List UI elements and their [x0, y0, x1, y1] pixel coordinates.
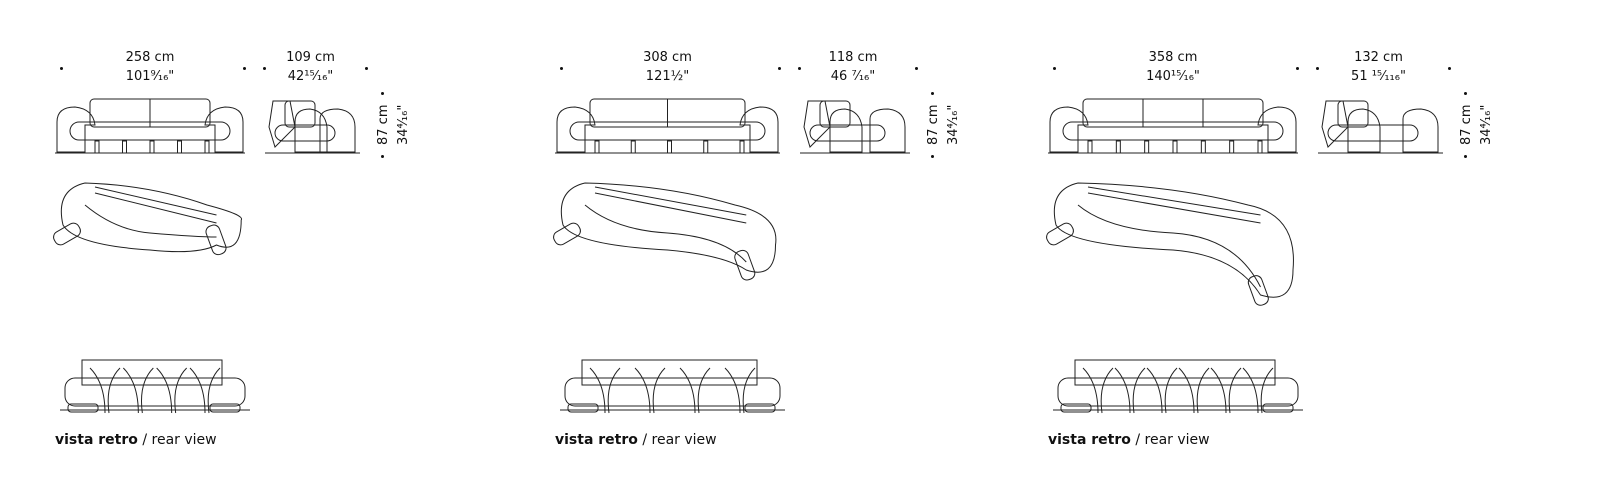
front-width-inches: 101⁹⁄₁₆" — [125, 69, 175, 84]
rear-view-drawing — [1053, 359, 1303, 414]
dimension-marker — [381, 92, 384, 95]
front-view-drawing — [55, 98, 245, 154]
front-width-dimension: 308 cm 121½" — [555, 50, 780, 84]
dimension-marker — [60, 67, 63, 70]
height-inches: 34⁴⁄₁₆" — [946, 104, 961, 145]
front-width-inches: 140¹⁵⁄₁₆" — [1146, 69, 1200, 84]
front-width-cm: 308 cm — [643, 50, 692, 65]
front-view-drawing — [555, 98, 780, 154]
dimension-marker — [365, 67, 368, 70]
side-view-drawing — [265, 100, 360, 154]
depth-cm: 132 cm — [1354, 50, 1403, 65]
front-width-dimension: 358 cm 140¹⁵⁄₁₆" — [1048, 50, 1298, 84]
front-width-inches: 121½" — [645, 69, 690, 84]
height-inches: 34⁴⁄₁₆" — [396, 104, 411, 145]
dimension-marker — [243, 67, 246, 70]
height-cm: 87 cm — [1459, 104, 1474, 146]
caption-english: / rear view — [637, 432, 717, 448]
dimension-marker — [1448, 67, 1451, 70]
dimension-marker — [931, 92, 934, 95]
caption-english: / rear view — [1130, 432, 1210, 448]
depth-cm: 118 cm — [828, 50, 878, 65]
dimension-marker — [1464, 92, 1467, 95]
dimension-marker — [798, 67, 801, 70]
rear-view-caption: vista retro / rear view — [1048, 432, 1210, 448]
depth-dimension: 109 cm 42¹⁵⁄₁₆" — [263, 50, 358, 84]
front-view-drawing — [1048, 98, 1298, 154]
sofa-configuration: 258 cm 101⁹⁄₁₆" 109 cm 42¹⁵⁄₁₆" 87 cm 34… — [53, 0, 595, 500]
depth-dimension: 132 cm 51 ¹⁵⁄₁₁₆" — [1316, 50, 1441, 84]
rear-view-drawing — [60, 359, 250, 414]
top-view-drawing — [1046, 182, 1294, 306]
depth-cm: 109 cm — [286, 50, 335, 65]
depth-inches: 42¹⁵⁄₁₆" — [287, 69, 334, 84]
rear-view-caption: vista retro / rear view — [555, 432, 717, 448]
dimension-marker — [778, 67, 781, 70]
depth-inches: 46 ⁷⁄₁₆" — [830, 69, 876, 84]
dimension-marker — [263, 67, 266, 70]
height-inches: 34⁴⁄₁₆" — [1479, 104, 1494, 145]
dimension-marker — [1316, 67, 1319, 70]
top-view-drawing — [553, 182, 777, 281]
height-cm: 87 cm — [926, 104, 941, 146]
sofa-configuration: 358 cm 140¹⁵⁄₁₆" 132 cm 51 ¹⁵⁄₁₁₆" 87 cm… — [1046, 0, 1588, 500]
caption-italian: vista retro — [55, 432, 138, 448]
dimension-marker — [931, 155, 934, 158]
dimension-marker — [1296, 67, 1299, 70]
side-view-drawing — [800, 100, 910, 154]
depth-inches: 51 ¹⁵⁄₁₁₆" — [1351, 69, 1406, 84]
rear-view-caption: vista retro / rear view — [55, 432, 217, 448]
caption-english: / rear view — [137, 432, 217, 448]
dimension-marker — [381, 155, 384, 158]
front-width-dimension: 258 cm 101⁹⁄₁₆" — [55, 50, 245, 84]
dimension-marker — [560, 67, 563, 70]
front-width-cm: 358 cm — [1148, 50, 1198, 65]
height-cm: 87 cm — [376, 104, 391, 146]
rear-view-drawing — [560, 359, 785, 414]
depth-dimension: 118 cm 46 ⁷⁄₁₆" — [798, 50, 908, 84]
top-view-drawing — [53, 182, 242, 256]
dimension-marker — [1464, 155, 1467, 158]
dimension-marker — [915, 67, 918, 70]
caption-italian: vista retro — [555, 432, 638, 448]
front-width-cm: 258 cm — [125, 50, 175, 65]
side-view-drawing — [1318, 100, 1443, 154]
sofa-configuration: 308 cm 121½" 118 cm 46 ⁷⁄₁₆" 87 cm 34⁴⁄₁… — [553, 0, 1095, 500]
caption-italian: vista retro — [1048, 432, 1131, 448]
dimension-marker — [1053, 67, 1056, 70]
